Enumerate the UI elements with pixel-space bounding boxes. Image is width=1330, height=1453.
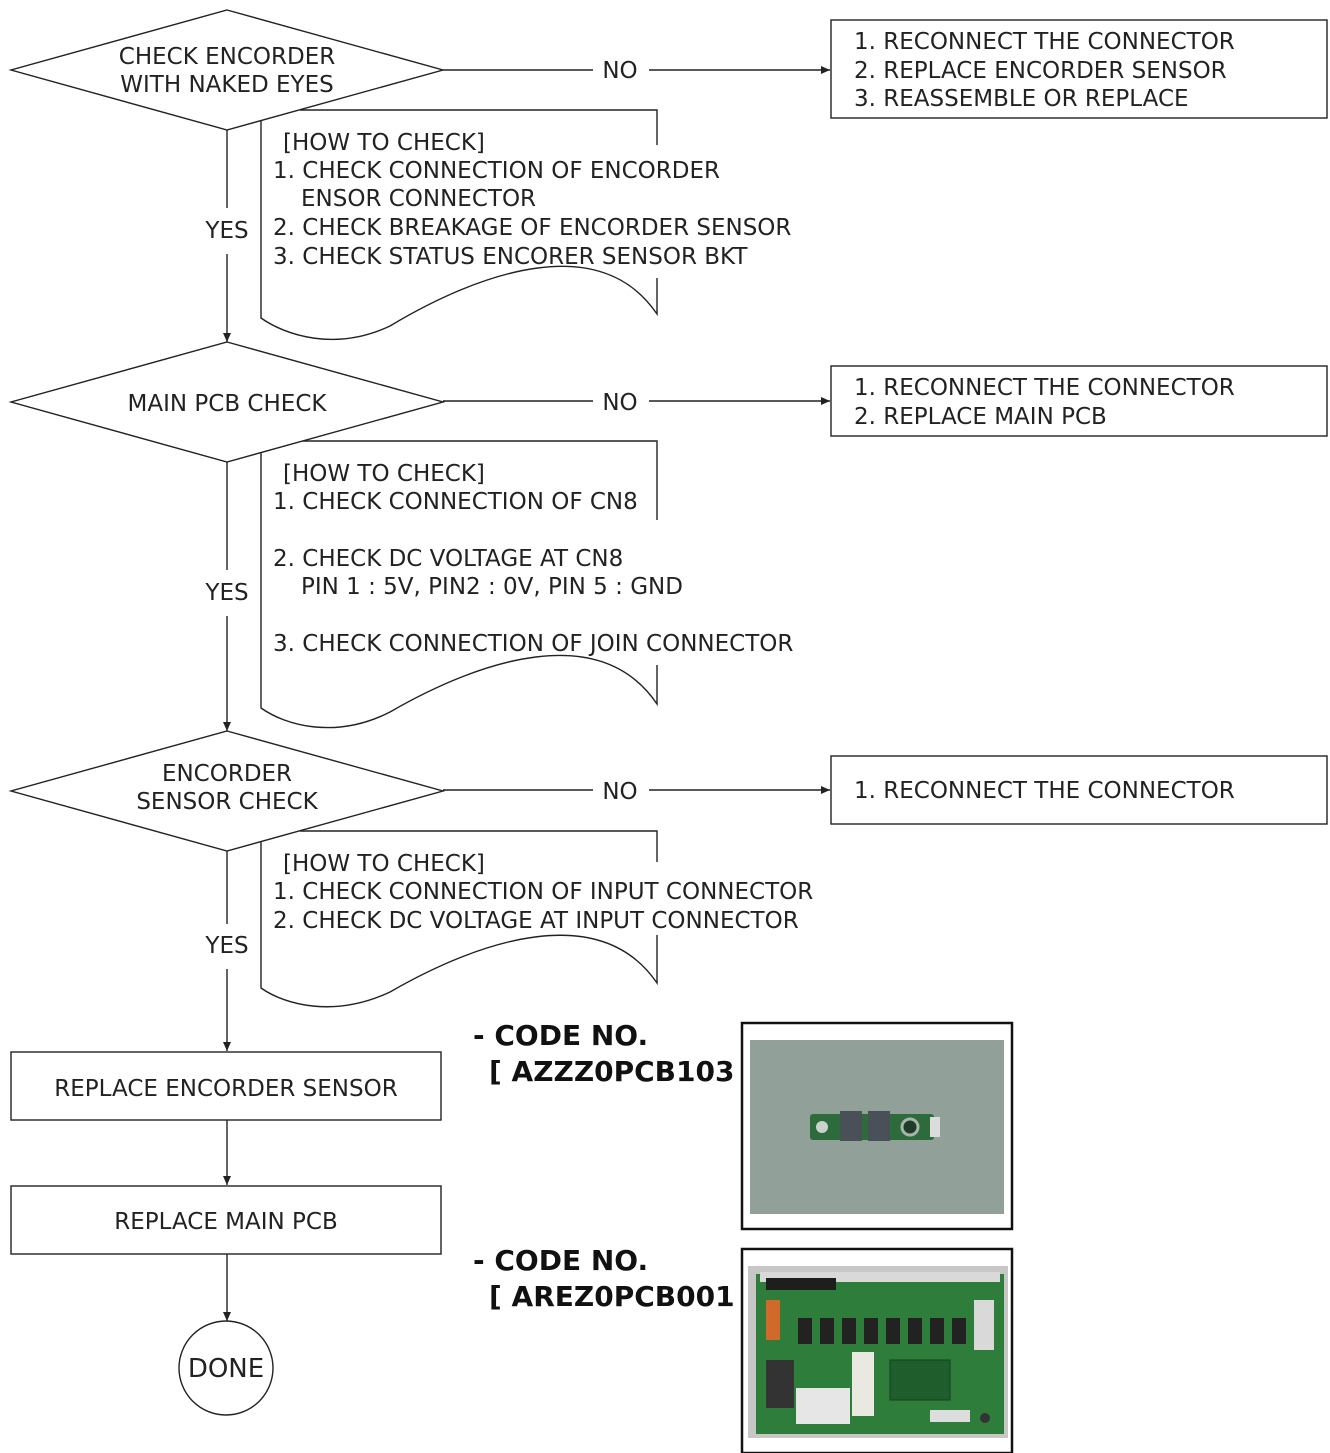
step-1-label: REPLACE ENCORDER SENSOR: [54, 1076, 397, 1102]
sensor-code-number: [ AZZZ0PCB103 ]: [489, 1055, 757, 1088]
encoder-sensor-photo: [740, 1021, 1014, 1231]
action-1-line-1: 1. RECONNECT THE CONNECTOR: [854, 29, 1235, 55]
action-3-line-1: 1. RECONNECT THE CONNECTOR: [854, 778, 1235, 804]
decision-1-line-1: CHECK ENCORDER: [119, 44, 335, 70]
step-2-label: REPLACE MAIN PCB: [114, 1209, 338, 1235]
step-replace-main-pcb: [10, 1185, 442, 1255]
action-2-line-1: 1. RECONNECT THE CONNECTOR: [854, 375, 1235, 401]
yes-label-1: YES: [204, 218, 248, 244]
action-box-3: [830, 755, 1328, 825]
action-2-line-2: 2. REPLACE MAIN PCB: [854, 404, 1107, 430]
note-2-line-5: 3. CHECK CONNECTION OF JOIN CONNECTOR: [273, 631, 793, 657]
action-1-line-2: 2. REPLACE ENCORDER SENSOR: [854, 58, 1227, 84]
decision-3-line-2: SENSOR CHECK: [136, 789, 318, 815]
note-2-line-3: 2. CHECK DC VOLTAGE AT CN8: [273, 546, 623, 572]
how-to-check-note-1: [260, 109, 658, 340]
note-2-line-2: 1. CHECK CONNECTION OF CN8: [273, 489, 638, 515]
how-to-check-note-3: [260, 830, 658, 1008]
decision-1-line-2: WITH NAKED EYES: [120, 72, 333, 98]
terminal-label: DONE: [188, 1354, 264, 1384]
note-3-line-1: [HOW TO CHECK]: [283, 851, 485, 877]
pcb-code-label: - CODE NO.: [473, 1244, 648, 1277]
action-box-1: [830, 19, 1328, 119]
note-2-line-4: PIN 1 : 5V, PIN2 : 0V, PIN 5 : GND: [301, 574, 683, 600]
main-pcb-photo: [740, 1247, 1014, 1453]
step-replace-encorder-sensor: [10, 1051, 442, 1121]
note-1-line-4: 2. CHECK BREAKAGE OF ENCORDER SENSOR: [273, 215, 791, 241]
sensor-code-label: - CODE NO.: [473, 1019, 648, 1052]
decision-check-encorder: [8, 9, 446, 131]
note-1-line-1: [HOW TO CHECK]: [283, 130, 485, 156]
action-box-2: [830, 365, 1328, 437]
note-2-line-1: [HOW TO CHECK]: [283, 461, 485, 487]
note-1-line-2: 1. CHECK CONNECTION OF ENCORDER: [273, 158, 720, 184]
note-3-line-2: 1. CHECK CONNECTION OF INPUT CONNECTOR: [273, 879, 813, 905]
pcb-code-number: [ AREZ0PCB001 ]: [489, 1280, 757, 1313]
no-label-3: NO: [602, 779, 637, 805]
decision-3-line-1: ENCORDER: [162, 761, 292, 787]
note-1-line-5: 3. CHECK STATUS ENCORER SENSOR BKT: [273, 244, 748, 270]
note-1-line-3: ENSOR CONNECTOR: [301, 186, 536, 212]
terminal-done: [178, 1320, 274, 1416]
no-label-1: NO: [602, 58, 637, 84]
no-label-2: NO: [602, 390, 637, 416]
how-to-check-note-2: [260, 440, 658, 729]
yes-label-3: YES: [204, 933, 248, 959]
action-1-line-3: 3. REASSEMBLE OR REPLACE: [854, 86, 1189, 112]
note-3-line-3: 2. CHECK DC VOLTAGE AT INPUT CONNECTOR: [273, 908, 799, 934]
decision-2-line-1: MAIN PCB CHECK: [128, 391, 328, 417]
yes-label-2: YES: [204, 580, 248, 606]
